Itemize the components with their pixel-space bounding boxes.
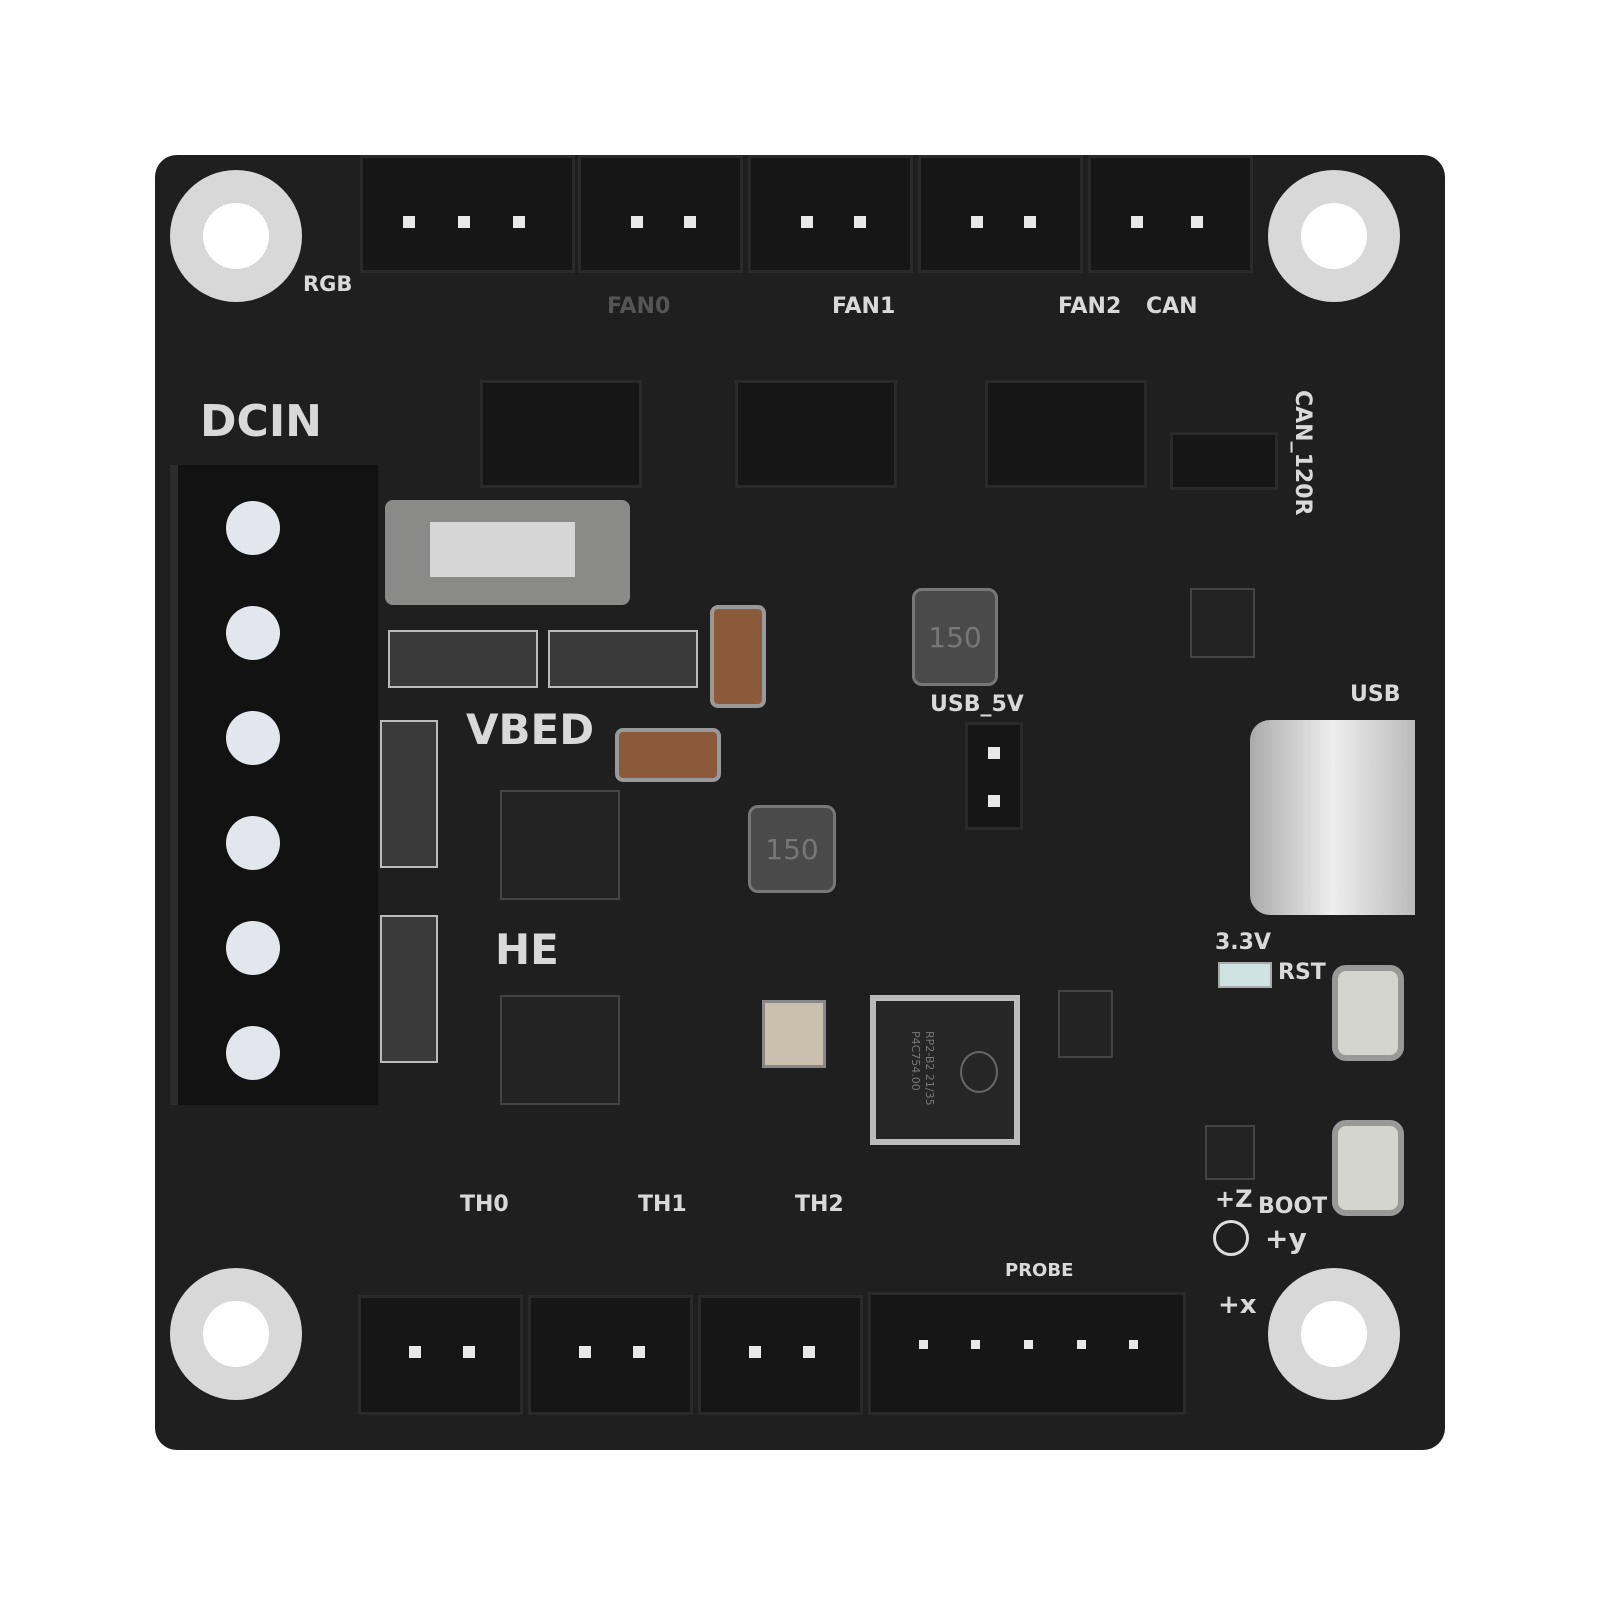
- dcin-terminal-block: [170, 465, 378, 1105]
- label-can: CAN: [1146, 294, 1198, 319]
- label-rgb: RGB: [303, 272, 353, 296]
- label-axis-y: +y: [1265, 1222, 1307, 1255]
- mosfet: [388, 630, 538, 688]
- mounting-hole: [1268, 170, 1400, 302]
- th0-connector: [358, 1295, 523, 1415]
- label-th0: TH0: [460, 1192, 509, 1217]
- mounting-hole: [170, 170, 302, 302]
- mounting-hole: [170, 1268, 302, 1400]
- rp2040-mcu: RP2-B2 21/35 P4C754.00: [870, 995, 1020, 1145]
- fan2-connector: [918, 155, 1083, 273]
- jumper-header: [735, 380, 897, 488]
- th2-connector: [698, 1295, 863, 1415]
- rgb-connector: [360, 155, 575, 273]
- label-boot: BOOT: [1258, 1194, 1328, 1219]
- label-axis-z: +Z: [1215, 1185, 1253, 1213]
- jumper-header: [985, 380, 1147, 488]
- raspberry-pi-logo: [960, 1051, 998, 1093]
- jumper-header: [480, 380, 642, 488]
- reset-button[interactable]: [1332, 965, 1404, 1061]
- usb-c-port[interactable]: [1250, 720, 1415, 915]
- label-probe: PROBE: [1005, 1260, 1074, 1281]
- imu-chip: [1205, 1125, 1255, 1180]
- label-fan2: FAN2: [1058, 294, 1122, 319]
- label-th1: TH1: [638, 1192, 687, 1217]
- capacitor: [710, 605, 766, 708]
- inductor: 150: [748, 805, 836, 893]
- mounting-hole: [1268, 1268, 1400, 1400]
- label-vbed: VBED: [466, 705, 595, 754]
- boot-button[interactable]: [1332, 1120, 1404, 1216]
- usb-5v-jumper: [965, 722, 1023, 830]
- label-fan0: FAN0: [607, 294, 671, 319]
- can-120r-jumper: [1170, 432, 1278, 490]
- mosfet-chip: [500, 790, 620, 900]
- axis-origin-icon: [1213, 1220, 1249, 1256]
- label-can-120r: CAN_120R: [1290, 390, 1315, 516]
- fan1-connector: [748, 155, 913, 273]
- label-dcin: DCIN: [200, 396, 323, 447]
- mosfet: [548, 630, 698, 688]
- crystal: [762, 1000, 826, 1068]
- label-usb-5v: USB_5V: [930, 692, 1024, 717]
- label-he: HE: [495, 925, 559, 974]
- th1-connector: [528, 1295, 693, 1415]
- label-3v3: 3.3V: [1215, 930, 1271, 955]
- can-connector: [1088, 155, 1253, 273]
- vbed-mosfet: [380, 720, 438, 868]
- label-fan1: FAN1: [832, 294, 896, 319]
- capacitor: [615, 728, 721, 782]
- he-mosfet: [380, 915, 438, 1063]
- label-axis-x: +x: [1218, 1290, 1257, 1320]
- inductor: 150: [912, 588, 998, 686]
- fuse: [385, 500, 630, 605]
- power-led: [1218, 962, 1272, 988]
- label-usb: USB: [1350, 682, 1401, 707]
- probe-connector: [868, 1292, 1186, 1415]
- label-th2: TH2: [795, 1192, 844, 1217]
- flash-chip: [1058, 990, 1113, 1058]
- mosfet-chip: [500, 995, 620, 1105]
- can-transceiver: [1190, 588, 1255, 658]
- fan0-connector: [578, 155, 743, 273]
- label-rst: RST: [1278, 960, 1326, 985]
